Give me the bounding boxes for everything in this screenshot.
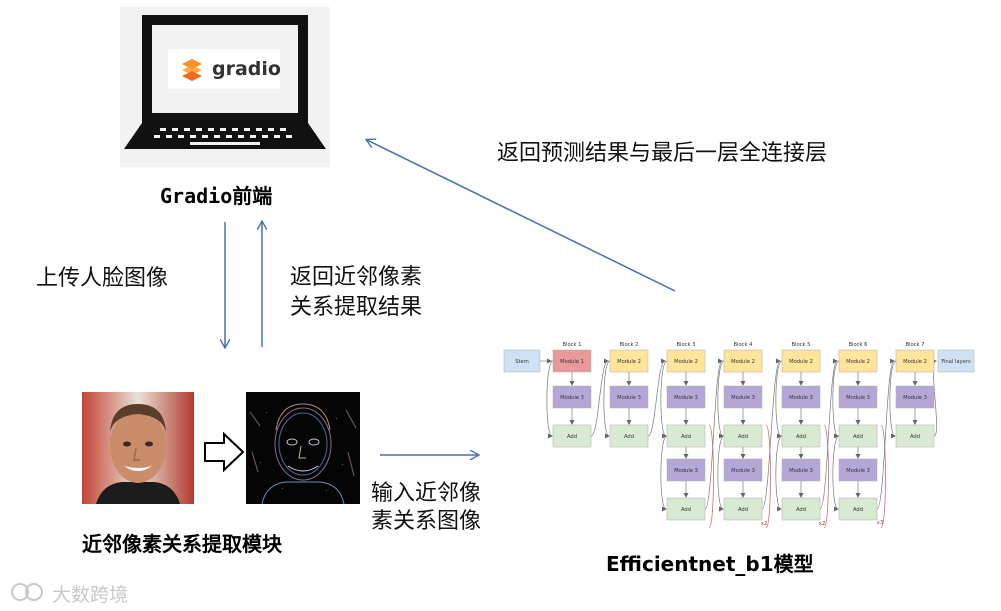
- model-block-label: Block 1: [563, 342, 582, 348]
- model-block-label: Block 3: [677, 342, 696, 348]
- gradio-logo-text: gradio: [212, 58, 281, 80]
- extraction-caption: 近邻像素关系提取模块: [82, 532, 282, 556]
- model-module-3: Module 3: [609, 385, 649, 409]
- frontend-caption: Gradio前端: [160, 184, 273, 208]
- model-caption: Efficientnet_b1模型: [606, 552, 814, 576]
- return-relation-label-1: 返回近邻像素: [290, 265, 423, 290]
- model-module-top: Module 2: [609, 349, 649, 373]
- svg-text:Module 3: Module 3: [789, 468, 813, 474]
- model-block-label: Block 4: [734, 342, 754, 348]
- model-module-3: Module 3: [723, 458, 763, 482]
- model-module-top: Module 2: [838, 349, 878, 373]
- svg-text:Add: Add: [567, 434, 577, 440]
- model-module-3: Module 3: [895, 385, 935, 409]
- model-module-3: Module 3: [781, 385, 821, 409]
- gradio-logo-icon: [182, 59, 202, 81]
- model-module-3: Module 3: [666, 458, 706, 482]
- model-add: Add: [895, 424, 935, 448]
- input-label-1: 输入近邻像: [371, 481, 482, 506]
- svg-text:Add: Add: [681, 507, 691, 513]
- svg-text:Module 2: Module 2: [846, 359, 870, 365]
- svg-text:Module 3: Module 3: [789, 395, 813, 401]
- model-repeat-label: x2: [819, 521, 826, 527]
- svg-text:Module 3: Module 3: [903, 395, 927, 401]
- return-relation-label-2: 关系提取结果: [290, 295, 423, 320]
- svg-text:Module 2: Module 2: [903, 359, 927, 365]
- svg-text:Module 3: Module 3: [731, 468, 755, 474]
- model-module-3: Module 3: [838, 385, 878, 409]
- model-add: Add: [723, 424, 763, 448]
- model-module-top: Module 2: [781, 349, 821, 373]
- model-add: Add: [723, 497, 763, 521]
- svg-text:Add: Add: [796, 507, 806, 513]
- transform-arrow-icon: [204, 432, 245, 472]
- svg-text:Add: Add: [624, 434, 634, 440]
- model-final-layers: Final layers: [937, 349, 975, 373]
- svg-text:Final layers: Final layers: [941, 359, 971, 365]
- svg-text:Module 2: Module 2: [617, 359, 641, 365]
- svg-text:Module 3: Module 3: [617, 395, 641, 401]
- svg-text:Add: Add: [681, 434, 691, 440]
- model-module-3: Module 3: [781, 458, 821, 482]
- input-label-2: 素关系图像: [371, 509, 482, 534]
- svg-text:Add: Add: [853, 434, 863, 440]
- model-add: Add: [781, 424, 821, 448]
- relation-map-image: [246, 392, 360, 504]
- svg-text:Add: Add: [738, 507, 748, 513]
- model-add: Add: [552, 424, 592, 448]
- svg-text:Add: Add: [910, 434, 920, 440]
- model-add: Add: [838, 424, 878, 448]
- svg-text:Module 2: Module 2: [789, 359, 813, 365]
- upload-label: 上传人脸图像: [36, 266, 169, 291]
- return-prediction-arrow: [367, 140, 676, 292]
- model-block-label: Block 6: [849, 342, 868, 348]
- model-module-3: Module 3: [552, 385, 592, 409]
- model-module-top: Module 1: [552, 349, 592, 373]
- model-block-label: Block 2: [620, 342, 639, 348]
- efficientnet-diagram: Stem Block 1 Module 1 Module 3 Add Block 2 Mod…: [503, 342, 975, 528]
- svg-text:Add: Add: [738, 434, 748, 440]
- svg-text:Module 3: Module 3: [674, 468, 698, 474]
- model-module-3: Module 3: [838, 458, 878, 482]
- model-module-3: Module 3: [666, 385, 706, 409]
- model-add: Add: [666, 424, 706, 448]
- model-module-top: Module 2: [666, 349, 706, 373]
- model-block-label: Block 7: [906, 342, 925, 348]
- model-add: Add: [609, 424, 649, 448]
- frontend-panel: gradio: [120, 7, 330, 167]
- model-add: Add: [781, 497, 821, 521]
- svg-text:Module 1: Module 1: [560, 359, 584, 365]
- model-block-label: Block 5: [792, 342, 811, 348]
- watermark-logo-icon: [11, 583, 43, 601]
- svg-text:Module 3: Module 3: [560, 395, 584, 401]
- model-add: Add: [838, 497, 878, 521]
- svg-text:Module 3: Module 3: [846, 395, 870, 401]
- model-repeat-label: x2: [761, 521, 768, 527]
- model-repeat-label: x3: [877, 520, 884, 526]
- svg-text:Module 2: Module 2: [674, 359, 698, 365]
- model-add: Add: [666, 497, 706, 521]
- svg-text:Module 3: Module 3: [674, 395, 698, 401]
- model-stem: Stem: [503, 349, 541, 373]
- model-module-top: Module 2: [895, 349, 935, 373]
- svg-text:Stem: Stem: [515, 359, 529, 365]
- laptop-icon: [124, 15, 326, 149]
- face-photo: [82, 392, 194, 504]
- model-module-top: Module 2: [723, 349, 763, 373]
- svg-text:Module 3: Module 3: [846, 468, 870, 474]
- watermark-text: 大数跨境: [52, 584, 129, 606]
- model-module-3: Module 3: [723, 385, 763, 409]
- svg-text:Add: Add: [853, 507, 863, 513]
- return-prediction-label: 返回预测结果与最后一层全连接层: [497, 141, 828, 166]
- svg-text:Module 2: Module 2: [731, 359, 755, 365]
- svg-text:Module 3: Module 3: [731, 395, 755, 401]
- svg-text:Add: Add: [796, 434, 806, 440]
